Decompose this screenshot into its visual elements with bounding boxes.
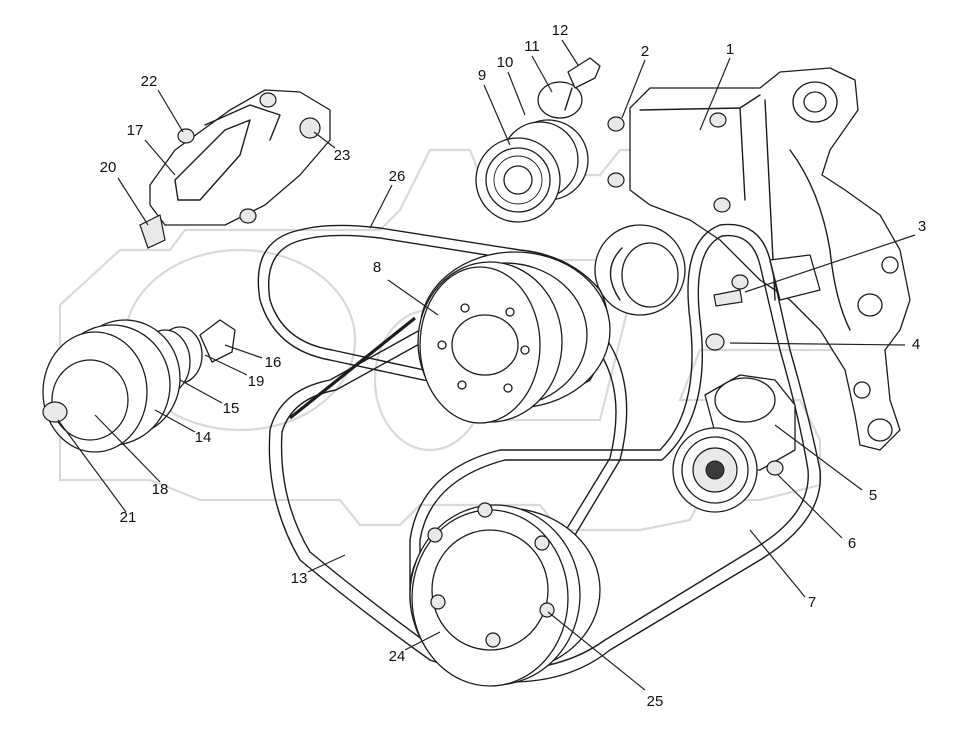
leader-lines xyxy=(57,39,916,691)
callout-18: 18 xyxy=(152,481,169,498)
callout-8: 8 xyxy=(373,259,381,276)
callout-7: 7 xyxy=(808,594,816,611)
callout-22: 22 xyxy=(141,73,158,90)
callout-16: 16 xyxy=(265,354,282,371)
pulley-8 xyxy=(417,251,611,424)
pulley-24 xyxy=(409,502,601,687)
callout-labels: 1 2 3 4 5 6 7 8 9 10 11 12 13 14 15 16 1… xyxy=(100,22,927,710)
callout-21: 21 xyxy=(120,509,137,526)
callout-19: 19 xyxy=(248,373,265,390)
callout-14: 14 xyxy=(195,429,212,446)
callout-24: 24 xyxy=(389,648,406,665)
idler-boss xyxy=(594,224,686,316)
callout-11: 11 xyxy=(524,38,540,55)
callout-23: 23 xyxy=(334,147,351,164)
tensioner xyxy=(672,333,796,513)
callout-9: 9 xyxy=(478,67,486,84)
callout-6: 6 xyxy=(848,535,856,552)
callout-2: 2 xyxy=(641,43,649,60)
callout-17: 17 xyxy=(127,122,144,139)
bracket-17 xyxy=(139,89,331,249)
callout-26: 26 xyxy=(389,168,406,185)
callout-3: 3 xyxy=(918,218,926,235)
callout-4: 4 xyxy=(912,336,920,353)
callout-13: 13 xyxy=(291,570,308,587)
callout-20: 20 xyxy=(100,159,117,176)
callout-12: 12 xyxy=(552,22,569,39)
callout-10: 10 xyxy=(497,54,514,71)
callout-1: 1 xyxy=(726,41,734,58)
callout-5: 5 xyxy=(869,487,877,504)
left-pulley xyxy=(42,319,236,453)
idler-assembly xyxy=(475,57,601,223)
callout-25: 25 xyxy=(647,693,664,710)
callout-15: 15 xyxy=(223,400,240,417)
